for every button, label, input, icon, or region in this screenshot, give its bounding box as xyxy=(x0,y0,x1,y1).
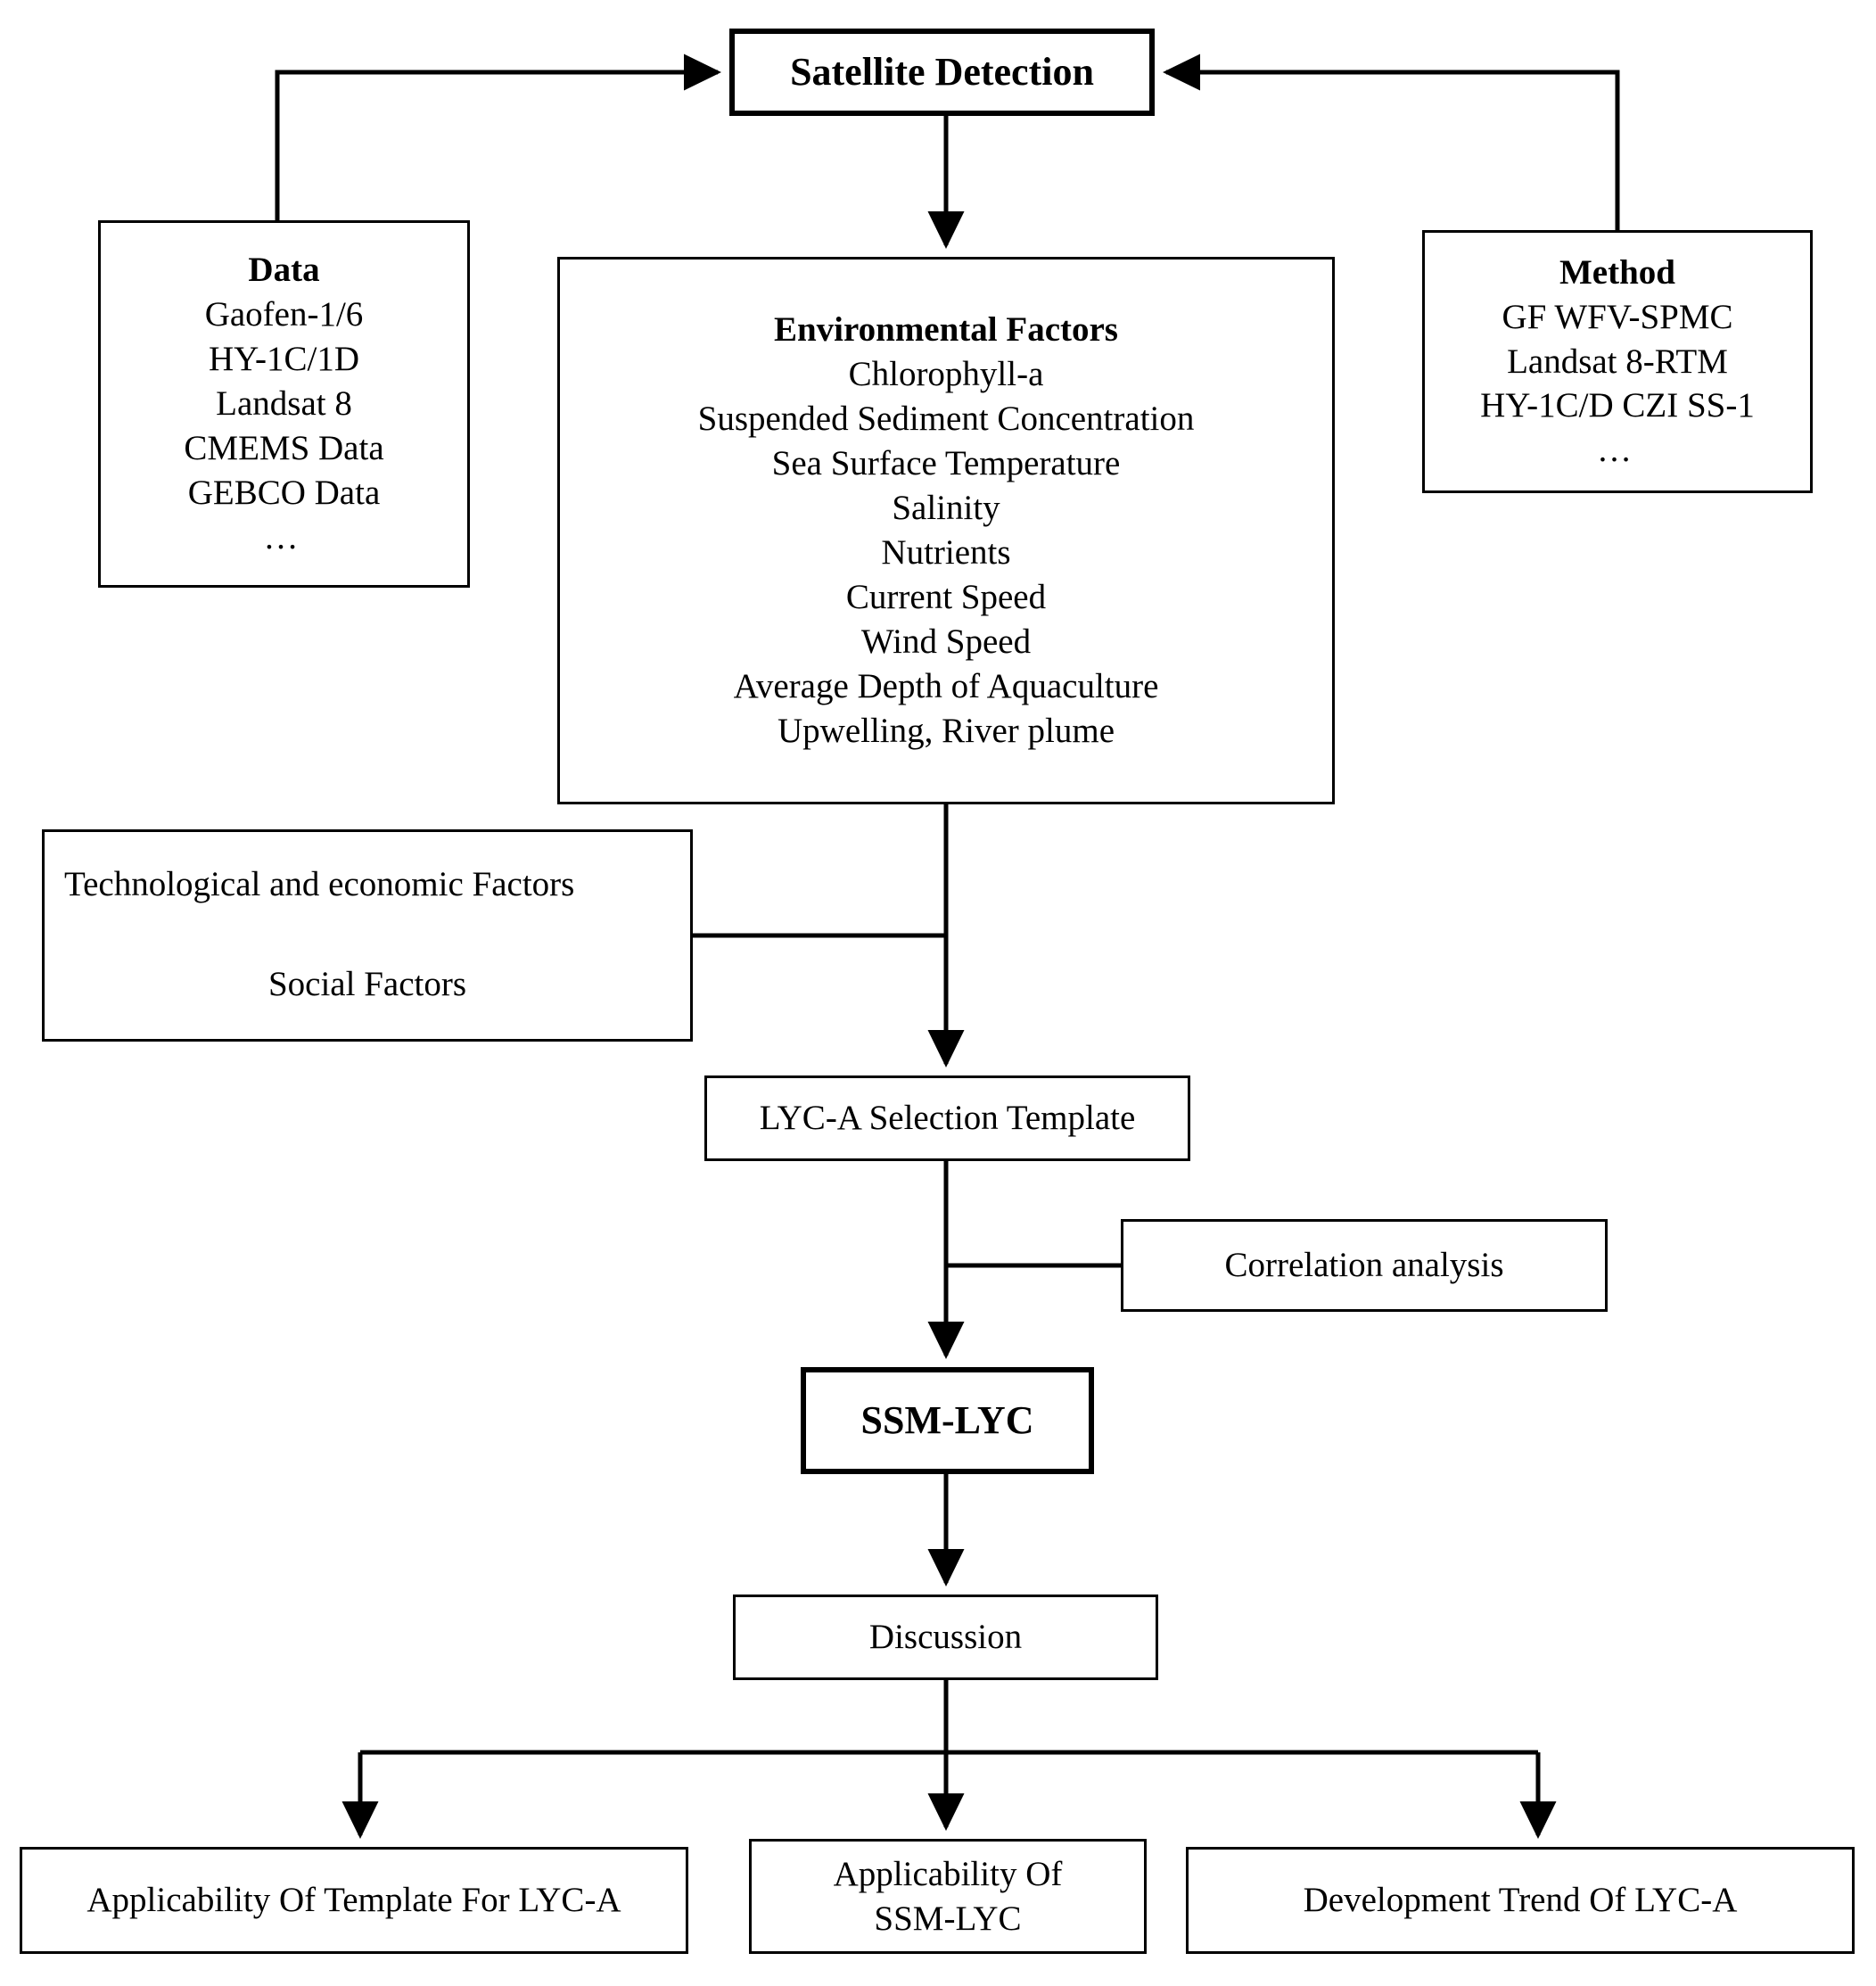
node-environmental-factors-item-4: Nutrients xyxy=(881,533,1011,572)
node-ssm-lyc[interactable]: SSM-LYC xyxy=(801,1367,1094,1474)
node-data-item-3: CMEMS Data xyxy=(184,428,384,467)
node-data[interactable]: Data Gaofen-1/6 HY-1C/1D Landsat 8 CMEMS… xyxy=(98,220,470,588)
node-socio-factors-line-1: Technological and economic Factors xyxy=(64,865,575,903)
node-applicability-of-ssm-lyc[interactable]: Applicability Of SSM-LYC xyxy=(749,1839,1147,1954)
node-method-title: Method xyxy=(1559,252,1675,292)
node-satellite-detection[interactable]: Satellite Detection xyxy=(729,29,1155,116)
node-discussion-label: Discussion xyxy=(868,1618,1023,1657)
node-correlation-analysis-label: Correlation analysis xyxy=(1224,1246,1504,1285)
node-environmental-factors-item-2: Sea Surface Temperature xyxy=(771,444,1121,483)
node-lyc-a-selection-template-label: LYC-A Selection Template xyxy=(759,1099,1136,1138)
node-lyc-a-selection-template[interactable]: LYC-A Selection Template xyxy=(704,1075,1190,1161)
node-applicability-of-template-for-lyc-a-label: Applicability Of Template For LYC-A xyxy=(86,1881,621,1920)
node-satellite-detection-title: Satellite Detection xyxy=(790,49,1094,94)
node-development-trend-of-lyc-a[interactable]: Development Trend Of LYC-A xyxy=(1186,1847,1855,1954)
node-data-item-4: GEBCO Data xyxy=(187,473,381,512)
node-method-item-0: GF WFV-SPMC xyxy=(1502,297,1733,336)
node-socio-factors-line-2: Social Factors xyxy=(267,964,467,1003)
node-correlation-analysis[interactable]: Correlation analysis xyxy=(1121,1219,1608,1312)
node-discussion[interactable]: Discussion xyxy=(733,1595,1158,1680)
node-ssm-lyc-label: SSM-LYC xyxy=(860,1397,1034,1442)
node-data-item-1: HY-1C/1D xyxy=(208,340,359,379)
node-method[interactable]: Method GF WFV-SPMC Landsat 8-RTM HY-1C/D… xyxy=(1422,230,1813,493)
node-applicability-of-template-for-lyc-a[interactable]: Applicability Of Template For LYC-A xyxy=(20,1847,688,1954)
node-environmental-factors-item-6: Wind Speed xyxy=(860,622,1032,661)
node-data-item-0: Gaofen-1/6 xyxy=(204,295,364,334)
node-environmental-factors[interactable]: Environmental Factors Chlorophyll-a Susp… xyxy=(557,257,1335,804)
node-development-trend-of-lyc-a-label: Development Trend Of LYC-A xyxy=(1303,1881,1738,1920)
node-method-item-1: Landsat 8-RTM xyxy=(1507,342,1728,381)
node-environmental-factors-item-3: Salinity xyxy=(892,489,1000,528)
node-environmental-factors-item-7: Average Depth of Aquaculture xyxy=(733,666,1159,705)
connector-data-to-satellite xyxy=(275,54,722,220)
node-method-item-2: HY-1C/D CZI SS-1 xyxy=(1480,386,1755,425)
node-environmental-factors-item-0: Chlorophyll-a xyxy=(848,355,1044,394)
node-environmental-factors-item-1: Suspended Sediment Concentration xyxy=(697,400,1195,439)
node-data-title: Data xyxy=(248,251,320,290)
node-applicability-of-ssm-lyc-line-1: Applicability Of xyxy=(833,1854,1063,1893)
connector-method-to-satellite xyxy=(1162,54,1620,230)
node-socio-economic-factors[interactable]: Technological and economic Factors Socia… xyxy=(42,829,693,1042)
node-environmental-factors-item-5: Current Speed xyxy=(845,577,1047,616)
node-environmental-factors-title: Environmental Factors xyxy=(773,310,1118,350)
node-data-item-5: … xyxy=(263,517,305,556)
node-method-item-3: … xyxy=(1596,431,1639,470)
node-applicability-of-ssm-lyc-line-2: SSM-LYC xyxy=(874,1899,1022,1938)
node-data-item-2: Landsat 8 xyxy=(216,384,352,424)
node-environmental-factors-item-8: Upwelling, River plume xyxy=(777,711,1115,750)
